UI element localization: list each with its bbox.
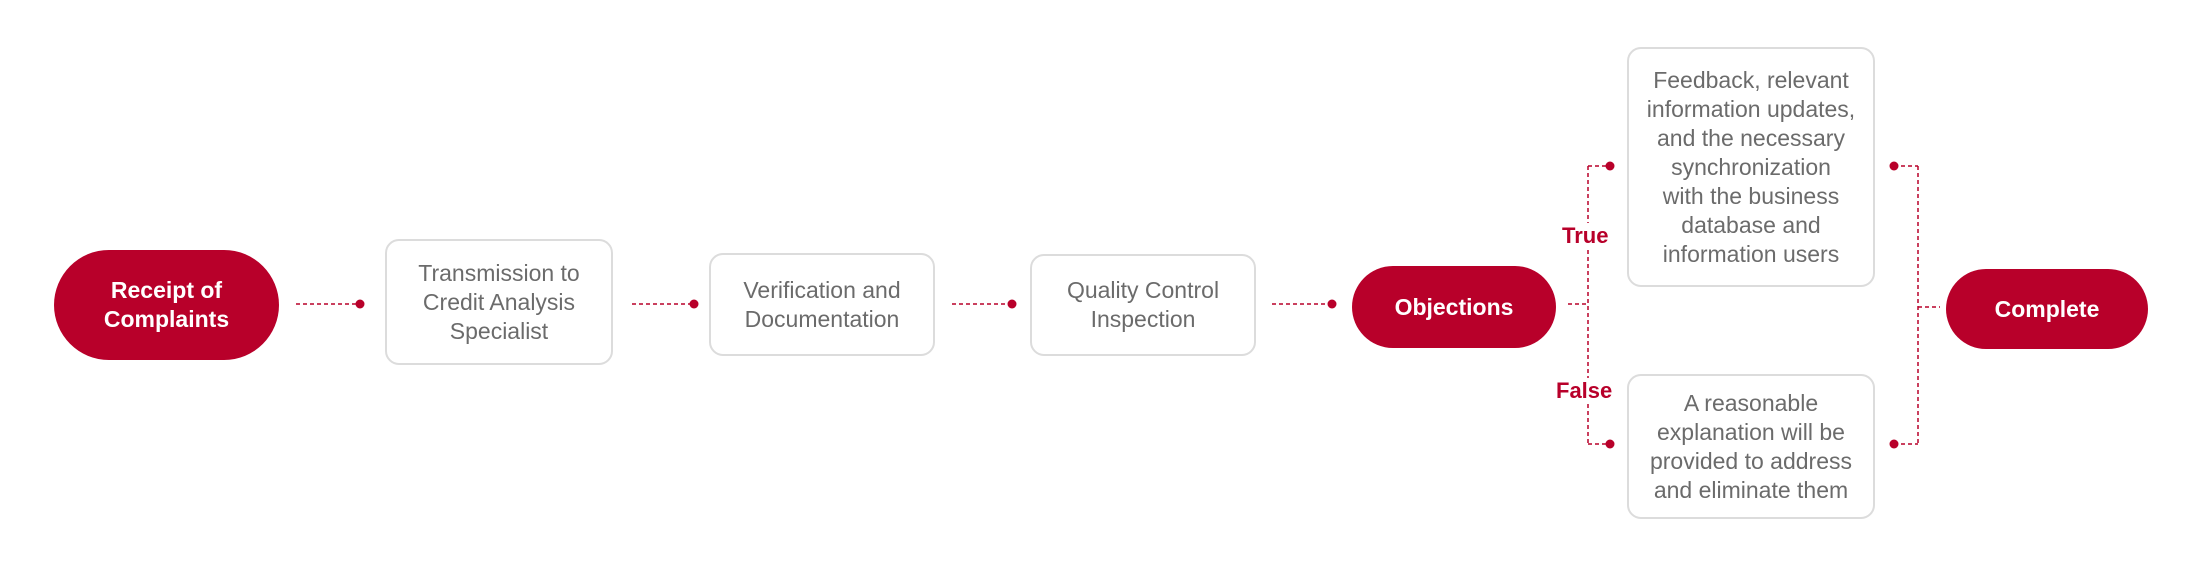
connector-dot — [1327, 299, 1337, 309]
node-quality-control: Quality Control Inspection — [1030, 254, 1256, 356]
node-label: Receipt of Complaints — [103, 277, 230, 332]
branch-label-true: True — [1560, 223, 1611, 249]
node-label: Transmission to Credit Analysis Speciali… — [418, 259, 580, 344]
node-complete: Complete — [1946, 269, 2148, 349]
node-label: Quality Control Inspection — [1066, 277, 1220, 332]
connector-dot — [1889, 161, 1899, 171]
node-label: A reasonable explanation will be provide… — [1649, 389, 1852, 503]
node-transmission: Transmission to Credit Analysis Speciali… — [385, 239, 613, 365]
node-verification: Verification and Documentation — [709, 253, 935, 356]
branch-label-false: False — [1554, 378, 1615, 404]
node-objections: Objections — [1352, 266, 1556, 348]
connector-dot — [1605, 439, 1615, 449]
connector-dot — [689, 299, 699, 309]
node-explanation: A reasonable explanation will be provide… — [1627, 374, 1875, 519]
node-feedback: Feedback, relevant information updates, … — [1627, 47, 1875, 287]
node-label: Objections — [1394, 293, 1514, 320]
connector-dot — [355, 299, 365, 309]
connector-dot — [1889, 439, 1899, 449]
node-label: Feedback, relevant information updates, … — [1646, 66, 1856, 267]
connector-dot — [1605, 161, 1615, 171]
node-label: Verification and Documentation — [743, 276, 901, 332]
node-label: Complete — [1994, 295, 2100, 322]
connector-dot — [1007, 299, 1017, 309]
node-receipt-of-complaints: Receipt of Complaints — [54, 250, 279, 360]
